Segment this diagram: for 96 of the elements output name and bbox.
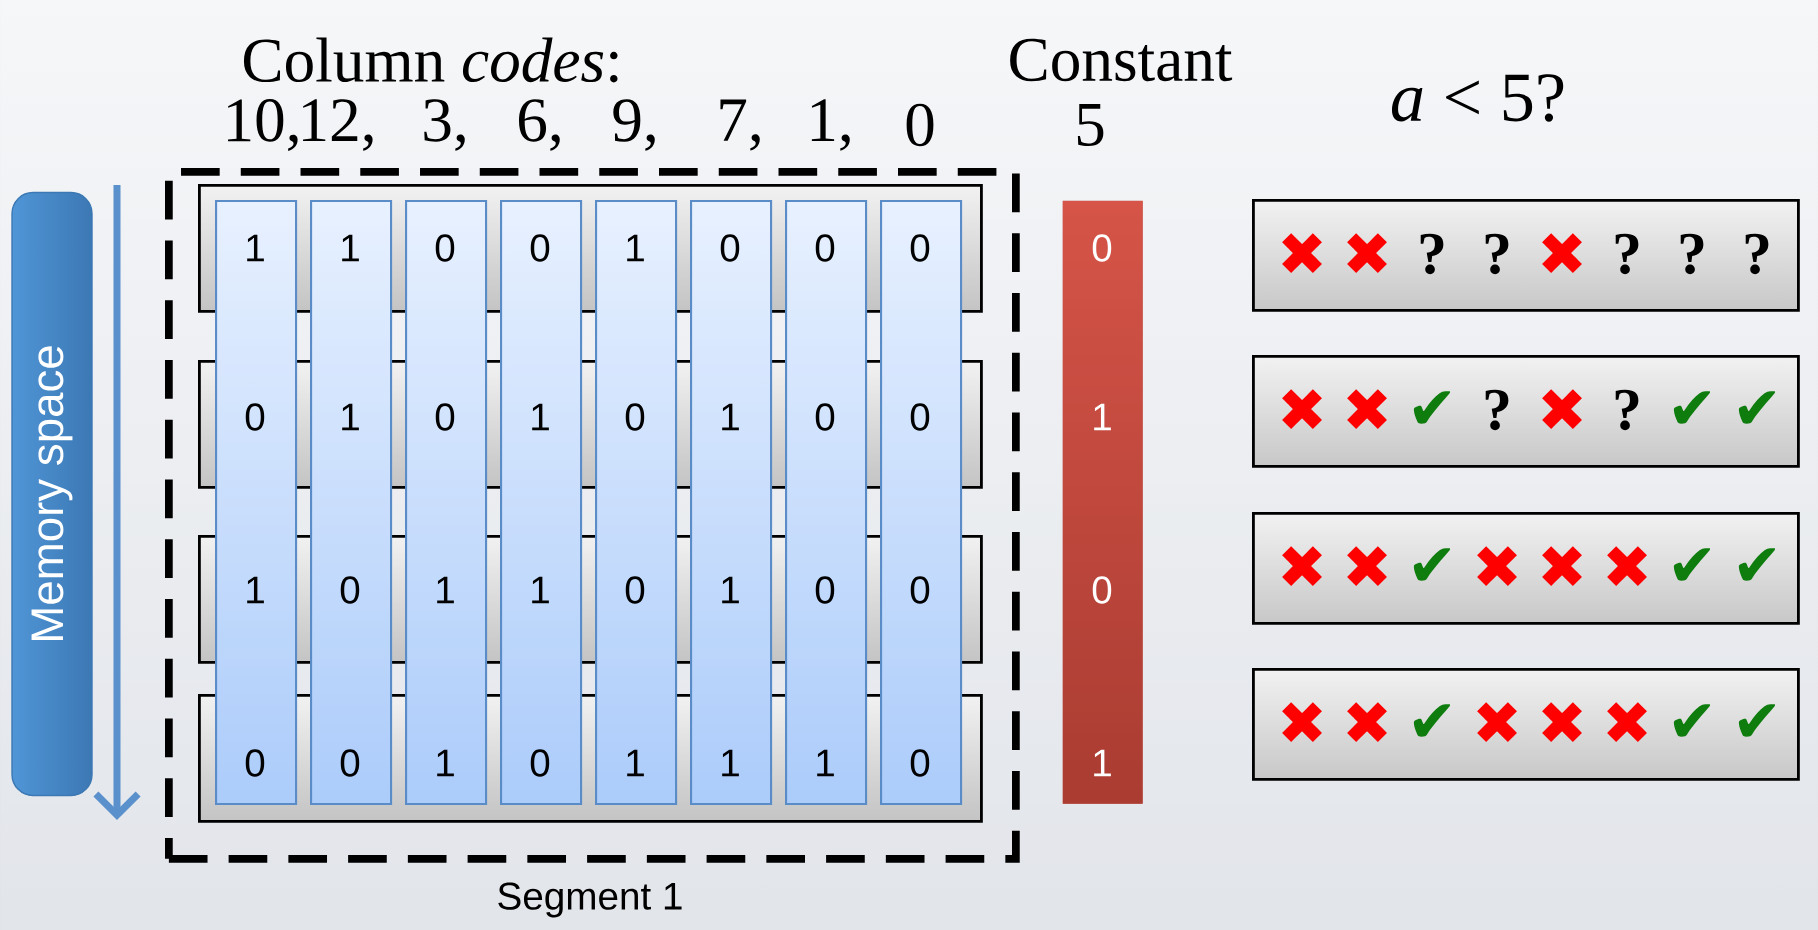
bit-value: 1 — [722, 749, 739, 777]
bit-value: 0 — [1092, 576, 1112, 604]
result-mark: ✖ — [1542, 546, 1582, 587]
bit-column — [785, 200, 868, 806]
result-mark: ? — [1745, 233, 1769, 275]
column-code: 0 — [906, 103, 934, 147]
bit-value: 0 — [530, 749, 550, 777]
result-mark: ✖ — [1282, 546, 1322, 587]
result-mark: ? — [1485, 233, 1509, 275]
bit-value: 1 — [627, 234, 644, 262]
result-mark: ? — [1615, 233, 1639, 275]
constant-column — [1062, 200, 1143, 804]
bit-value: 1 — [817, 749, 834, 777]
result-mark: ✖ — [1282, 702, 1322, 743]
heading-text: Constant — [1010, 38, 1233, 82]
result-mark: ✖ — [1282, 389, 1322, 430]
heading-text: Column codes: — [243, 37, 618, 83]
result-mark: ✖ — [1477, 702, 1517, 743]
result-mark: ✔ — [1738, 391, 1776, 424]
bit-value: 0 — [625, 576, 645, 604]
result-mark: ? — [1615, 389, 1639, 431]
result-mark: ✔ — [1673, 391, 1711, 424]
result-mark: ✔ — [1673, 704, 1711, 737]
bit-column — [595, 200, 678, 806]
bit-value: 1 — [722, 403, 739, 431]
result-mark: ? — [1485, 389, 1509, 431]
bit-column — [310, 200, 393, 806]
bit-column — [690, 200, 773, 806]
bit-value: 0 — [910, 234, 930, 262]
bit-value: 1 — [247, 234, 264, 262]
constant-value: 5 — [1077, 103, 1104, 146]
result-mark: ✔ — [1673, 548, 1711, 581]
bit-value: 0 — [910, 576, 930, 604]
bit-value: 1 — [627, 749, 644, 777]
result-mark: ✖ — [1347, 389, 1387, 430]
bit-value: 0 — [530, 234, 550, 262]
result-mark: ✖ — [1282, 233, 1322, 274]
bit-value: 1 — [247, 576, 264, 604]
result-mark: ✖ — [1347, 233, 1387, 274]
result-mark: ✖ — [1542, 389, 1582, 430]
bit-value: 0 — [340, 576, 360, 604]
bit-value: 1 — [1094, 403, 1111, 431]
bit-value: 0 — [815, 576, 835, 604]
bit-column — [880, 200, 963, 806]
comparison-text: a < 5? — [1391, 74, 1564, 122]
bit-value: 1 — [532, 403, 549, 431]
result-mark: ✔ — [1413, 391, 1451, 424]
bit-value: 0 — [625, 403, 645, 431]
memory-space-bar: Memory space — [11, 191, 93, 797]
result-mark: ? — [1680, 233, 1704, 275]
bit-value: 1 — [342, 403, 359, 431]
result-mark: ✖ — [1477, 546, 1517, 587]
result-mark: ✖ — [1542, 233, 1582, 274]
result-mark: ✔ — [1413, 704, 1451, 737]
bit-value: 1 — [722, 576, 739, 604]
column-code: 9, — [613, 99, 655, 151]
bit-value: 0 — [435, 234, 455, 262]
dashed-segment-box — [165, 168, 1020, 863]
bit-value: 1 — [437, 749, 454, 777]
column-code: 10, — [228, 99, 298, 151]
result-row-box — [1252, 355, 1800, 468]
bit-value: 0 — [435, 403, 455, 431]
column-code: 12, — [303, 99, 373, 151]
bit-value: 1 — [1094, 749, 1111, 777]
bit-value: 1 — [342, 234, 359, 262]
bit-value: 0 — [245, 403, 265, 431]
result-mark: ✖ — [1607, 702, 1647, 743]
bit-value: 1 — [437, 576, 454, 604]
column-code: 3, — [424, 99, 465, 151]
bit-column — [405, 200, 488, 806]
result-mark: ✖ — [1347, 702, 1387, 743]
bit-value: 0 — [815, 403, 835, 431]
bit-value: 0 — [815, 234, 835, 262]
segment-caption: Segment 1 — [498, 882, 682, 918]
result-mark: ? — [1420, 233, 1444, 275]
column-code: 1, — [811, 99, 850, 151]
bit-value: 0 — [1092, 234, 1112, 262]
bit-value: 0 — [910, 403, 930, 431]
result-mark: ✔ — [1738, 704, 1776, 737]
result-row-box — [1252, 668, 1800, 781]
bit-value: 0 — [720, 234, 740, 262]
result-mark: ✖ — [1542, 702, 1582, 743]
result-row-box — [1252, 199, 1800, 312]
result-mark: ✔ — [1413, 548, 1451, 581]
bit-value: 0 — [245, 749, 265, 777]
bit-value: 0 — [910, 749, 930, 777]
result-mark: ✖ — [1607, 546, 1647, 587]
result-mark: ✖ — [1347, 546, 1387, 587]
bit-value: 1 — [532, 576, 549, 604]
column-code: 7, — [720, 99, 760, 151]
column-code: 6, — [519, 99, 560, 151]
bit-column — [215, 200, 298, 806]
result-row-box — [1252, 512, 1800, 625]
bit-column — [500, 200, 583, 806]
bit-value: 0 — [340, 749, 360, 777]
result-mark: ✔ — [1738, 548, 1776, 581]
